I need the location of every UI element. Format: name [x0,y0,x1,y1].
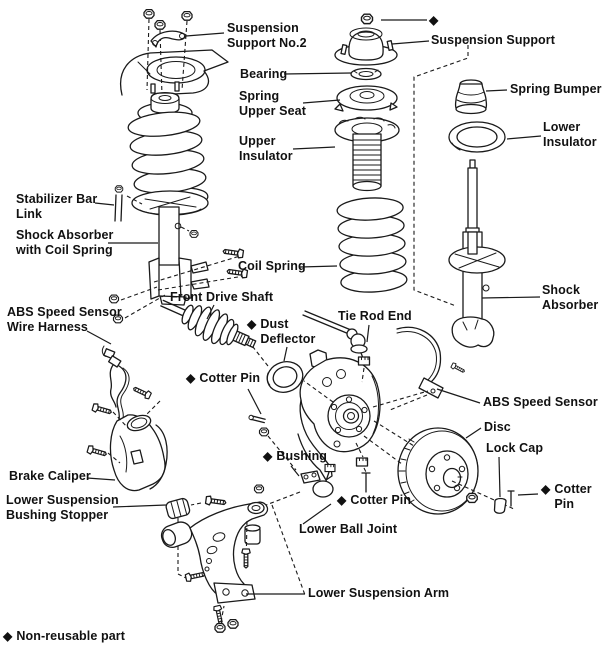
brake-disc-drawing [363,420,515,515]
label-stabilizer-bar-link: Stabilizer Bar Link [16,192,98,221]
legend-non-reusable-part: ◆Non-reusable part [3,629,125,644]
label-lower-suspension-arm: Lower Suspension Arm [308,586,450,600]
hub-castle-nut-pin-drawing [355,442,371,493]
label-lower-insulator: Lower Insulator [543,120,597,149]
center-cotter-pin-drawing [248,346,429,471]
label-coil-spring: Coil Spring [238,259,306,273]
lower-suspension-arm-drawing [160,494,306,633]
label-upper-insulator: Upper Insulator [239,134,293,163]
label-shock-absorber-with-coil-spring: Shock Absorber with Coil Spring [16,228,114,257]
diamond-icon: ◆ [247,317,257,331]
label-text: Cotter Pin [199,371,261,385]
label-text: Cotter Pin [350,493,412,507]
label-suspension-support: Suspension Support [431,33,556,47]
lower-ball-joint-drawing [253,463,336,506]
diamond-icon: ◆ [263,449,273,463]
label-dust-deflector: ◆Dust Deflector [247,317,315,347]
label-diamond-top: ◆ [429,13,442,28]
label-disc: Disc [484,420,511,434]
label-bearing: Bearing [240,67,288,81]
diamond-icon: ◆ [541,482,551,496]
knuckle-hub-drawing [297,349,381,481]
abs-speed-sensor-drawing [389,326,467,411]
diamond-icon: ◆ [429,13,439,27]
label-spring-bumper: Spring Bumper [510,82,602,96]
front-drive-shaft-drawing [160,299,257,349]
label-text: Cotter Pin [554,482,592,511]
label-abs-speed-sensor: ABS Speed Sensor [483,395,598,409]
label-text: Dust Deflector [260,317,316,346]
diamond-icon: ◆ [186,371,196,385]
label-text: Bushing [276,449,328,463]
label-cotter-pin-hub: ◆Cotter Pin [186,371,260,386]
exploded-column-right [448,79,506,348]
diamond-icon: ◆ [3,629,13,643]
label-abs-speed-sensor-wire-harness: ABS Speed Sensor Wire Harness [7,305,122,334]
label-shock-absorber: Shock Absorber [542,283,599,312]
lock-cap-drawing [466,490,515,514]
exploded-column-center [334,13,469,307]
leader-lines [86,19,542,595]
label-spring-upper-seat: Spring Upper Seat [239,89,306,118]
label-lower-ball-joint: Lower Ball Joint [299,522,398,536]
label-lock-cap: Lock Cap [486,441,544,455]
label-cotter-pin-right: ◆Cotter Pin [541,482,592,512]
tie-rod-end-drawing [302,310,371,383]
stabilizer-bar-link-drawing [114,185,143,222]
legend-text: Non-reusable part [16,629,126,643]
brake-caliper-drawing [86,384,168,492]
label-cotter-pin-balljoint: ◆Cotter Pin [337,493,411,508]
label-tie-rod-end: Tie Rod End [338,309,412,323]
label-front-drive-shaft: Front Drive Shaft [170,290,274,304]
label-lower-suspension-bushing-stopper: Lower Suspension Bushing Stopper [6,493,119,522]
diamond-icon: ◆ [337,493,347,507]
dust-deflector-drawing [266,361,304,393]
label-bushing: ◆Bushing [263,449,327,464]
label-brake-caliper: Brake Caliper [9,469,91,483]
abs-wire-harness-drawing [101,345,130,420]
label-suspension-support-no2: Suspension Support No.2 [227,21,307,50]
strut-assembly-drawing [108,8,249,324]
